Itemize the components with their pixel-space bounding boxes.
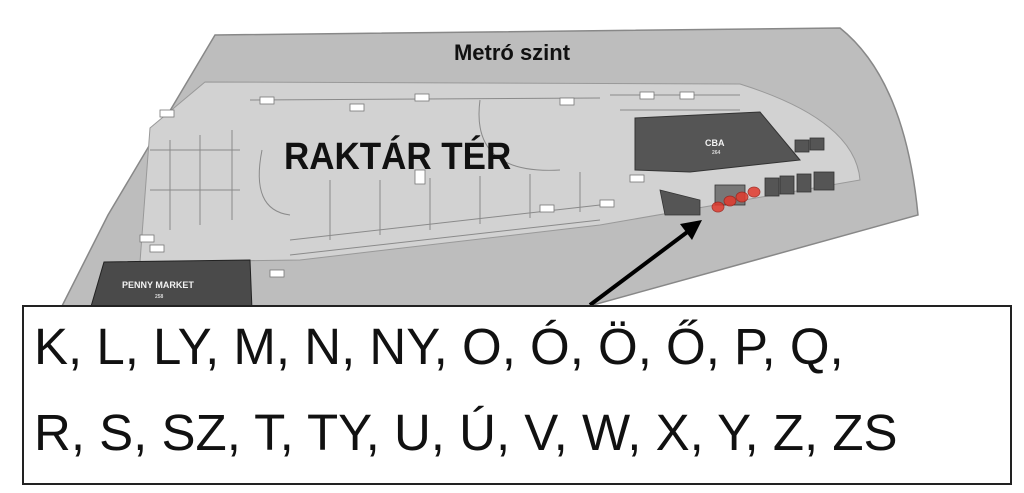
penny-market-number: 258 xyxy=(155,294,164,300)
letters-line-1: K, L, LY, M, N, NY, O, Ó, Ö, Ő, P, Q, xyxy=(34,318,844,375)
square-title: RAKTÁR TÉR xyxy=(284,136,512,178)
parking-lines xyxy=(150,94,740,256)
cba-store xyxy=(634,111,801,173)
highlighted-units xyxy=(711,186,761,213)
letters-line-2: R, S, SZ, T, TY, U, Ú, V, W, X, Y, Z, ZS xyxy=(34,404,898,461)
shop-units xyxy=(659,137,835,216)
cba-store-number: 264 xyxy=(712,150,721,156)
cars xyxy=(139,91,695,278)
pointer-arrowhead xyxy=(680,220,702,240)
cba-store-label: CBA xyxy=(705,138,725,148)
floor-plan-map xyxy=(58,27,919,311)
penny-market-label: PENNY MARKET xyxy=(122,280,194,290)
level-title: Metró szint xyxy=(453,40,571,65)
letter-range-box: K, L, LY, M, N, NY, O, Ó, Ö, Ő, P, Q, R,… xyxy=(22,305,1012,485)
pointer-arrow-line xyxy=(588,228,692,307)
